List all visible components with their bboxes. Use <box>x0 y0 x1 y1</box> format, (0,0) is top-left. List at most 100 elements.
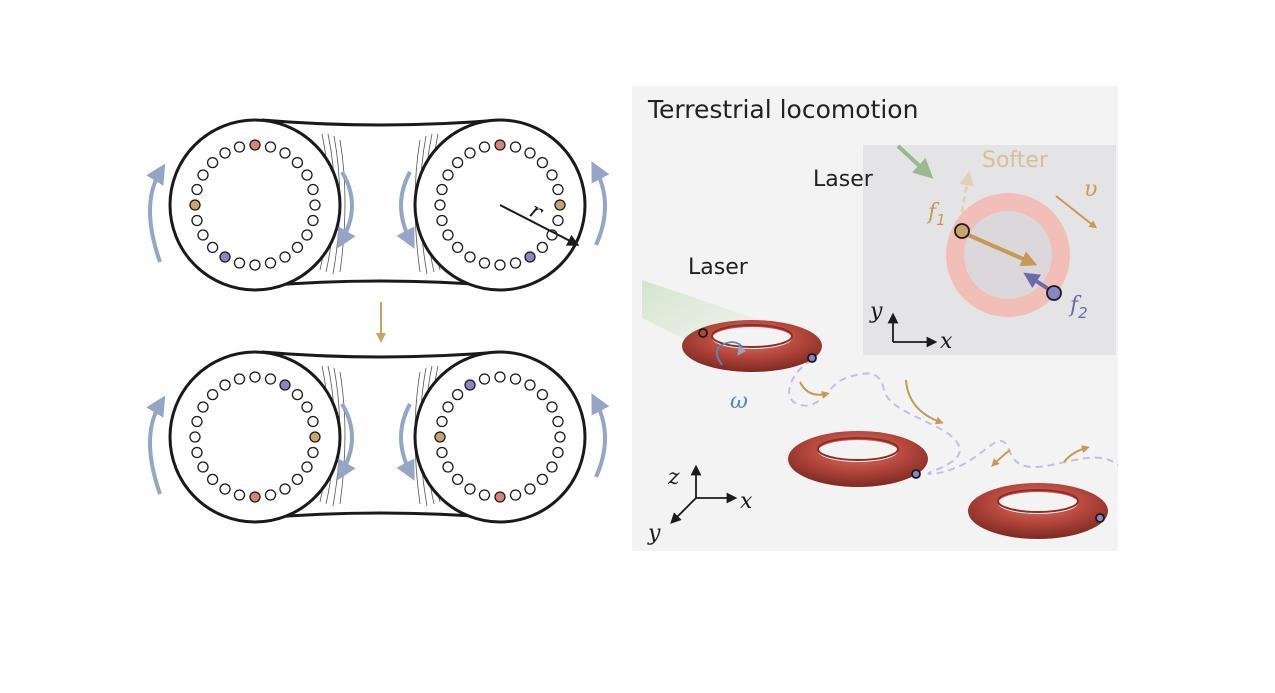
ring-marker <box>206 156 219 169</box>
omega-label: ω <box>730 389 748 414</box>
ring-marker <box>189 199 201 211</box>
omega-rotation-arrow <box>715 341 747 366</box>
ring-marker <box>509 257 522 269</box>
ring-marker <box>307 214 319 227</box>
ring-marker <box>264 373 277 385</box>
rotation-arrow-outer-left-top <box>146 163 166 263</box>
rotation-arrow-inner-left-bottom <box>337 402 356 481</box>
ring-marker <box>291 156 304 169</box>
ring-marker <box>219 251 231 263</box>
ring-marker <box>451 473 464 486</box>
ring-marker <box>301 401 313 413</box>
ring-marker <box>264 141 277 153</box>
inset-axis-y-label: y <box>869 299 883 324</box>
ring-marker <box>464 251 476 263</box>
torus-cross-section-top: r <box>146 118 610 292</box>
ring-marker <box>442 401 454 413</box>
motion-arrow-2 <box>905 379 944 425</box>
ring-marker <box>249 259 261 271</box>
torus-2-marker <box>911 469 921 479</box>
ring-marker <box>233 489 246 501</box>
marker-ring-top-right <box>434 139 566 271</box>
ring-marker <box>436 415 448 428</box>
ring-marker <box>279 379 291 391</box>
ring-marker <box>478 489 491 501</box>
ring-marker <box>189 431 201 443</box>
ring-marker <box>536 241 549 254</box>
ring-marker <box>191 446 203 459</box>
ring-marker <box>552 183 564 196</box>
ring-marker <box>509 373 522 385</box>
ring-marker <box>451 156 464 169</box>
ring-marker <box>552 214 564 227</box>
ring-marker <box>206 473 219 486</box>
ring-marker <box>233 141 246 153</box>
axis-y-label: y <box>647 521 661 546</box>
ring-marker <box>264 257 277 269</box>
ring-marker <box>436 183 448 196</box>
ring-marker <box>249 371 261 383</box>
rotation-arrow-inner-left-top <box>337 170 356 249</box>
ring-marker <box>434 199 446 211</box>
ring-marker <box>478 257 491 269</box>
radius-arrow <box>499 204 580 246</box>
ring-marker <box>478 373 491 385</box>
f1-force-arrow <box>965 232 1038 267</box>
ring-marker <box>197 169 209 181</box>
ring-marker <box>301 229 313 241</box>
ring-marker <box>509 489 522 501</box>
rotation-arrow-inner-right-top <box>396 171 415 249</box>
torus-3 <box>968 483 1108 539</box>
ring-marker <box>464 379 476 391</box>
ring-marker <box>524 251 536 263</box>
ring-marker <box>554 431 566 443</box>
ring-marker <box>451 241 464 254</box>
ring-marker <box>301 461 313 473</box>
ring-marker <box>552 415 564 428</box>
velocity-label: υ <box>1084 177 1097 202</box>
ring-marker <box>264 489 277 501</box>
ring-marker <box>536 156 549 169</box>
ring-marker <box>478 141 491 153</box>
inset-torus-inner <box>964 211 1052 299</box>
ring-marker <box>219 483 231 495</box>
inset-laser-label: Laser <box>813 167 874 192</box>
left-panel: r <box>146 118 610 524</box>
ring-marker <box>249 139 261 151</box>
ring-marker <box>197 229 209 241</box>
ring-marker <box>307 415 319 428</box>
ring-marker <box>233 373 246 385</box>
ring-marker <box>219 147 231 159</box>
main-axes: z x y <box>647 464 753 546</box>
ring-marker <box>279 483 291 495</box>
ring-marker <box>191 415 203 428</box>
ring-marker <box>494 139 506 151</box>
ring-marker <box>206 388 219 401</box>
axis-z-label: z <box>667 465 680 490</box>
ring-marker <box>442 461 454 473</box>
ring-marker <box>464 147 476 159</box>
torus-cross-section-bottom <box>146 350 610 524</box>
ring-marker <box>434 431 446 443</box>
ring-marker <box>191 183 203 196</box>
laser-label: Laser <box>688 255 749 280</box>
ring-marker <box>494 259 506 271</box>
ring-marker <box>509 141 522 153</box>
ring-marker <box>524 147 536 159</box>
ring-marker <box>494 371 506 383</box>
ring-marker <box>494 491 506 503</box>
ring-marker <box>442 169 454 181</box>
torus-1-marker-b <box>807 353 817 363</box>
rotation-arrow-inner-right-bottom <box>396 403 415 481</box>
ring-marker <box>524 379 536 391</box>
ring-marker <box>546 401 558 413</box>
marker-ring-bottom-right <box>434 371 566 503</box>
velocity-arrow <box>1055 195 1098 229</box>
ring-marker <box>279 251 291 263</box>
f2-marker <box>1046 285 1062 301</box>
torus-3-marker <box>1095 513 1105 523</box>
softer-label: Softer <box>982 148 1049 173</box>
ring-marker <box>301 169 313 181</box>
ring-marker <box>546 461 558 473</box>
